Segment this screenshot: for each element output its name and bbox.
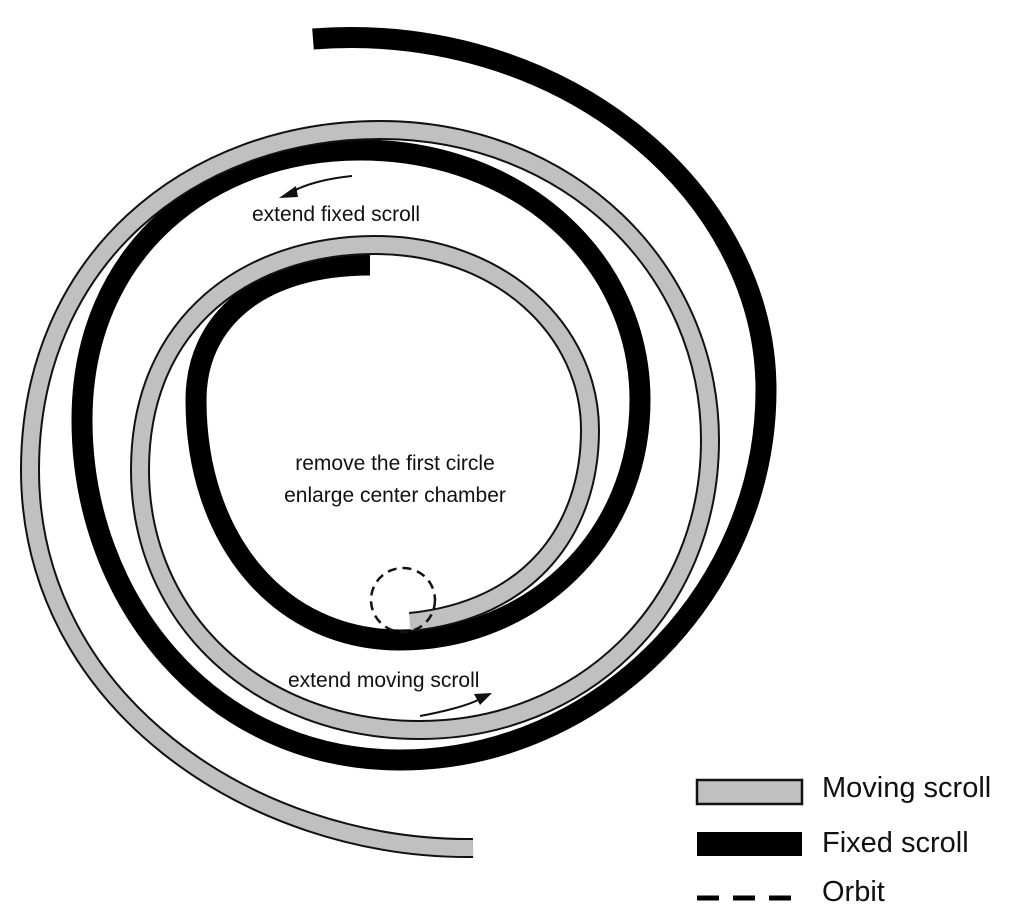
extend-moving-arrowhead [474,693,492,705]
moving-scroll-fill [22,122,718,857]
center-label-line-2: enlarge center chamber [284,484,506,507]
orbit-circle [369,566,437,634]
legend-moving-label: Moving scroll [822,772,991,804]
legend: Moving scroll Fixed scroll Orbit [695,772,991,908]
extend-moving-scroll-label: extend moving scroll [288,669,479,692]
fixed-scroll [71,27,777,771]
legend-fixed-label: Fixed scroll [822,827,969,859]
fixed-scroll-outer-arm [71,27,777,771]
extend-fixed-arrowhead [279,186,298,198]
extend-moving-arrow [419,699,479,717]
extend-fixed-scroll-label: extend fixed scroll [252,203,420,226]
legend-orbit-label: Orbit [822,876,885,908]
center-label-line-1: remove the first circle [295,452,495,475]
moving-scroll [20,120,720,859]
extend-fixed-arrow [291,175,353,193]
legend-fixed-swatch [697,832,802,856]
legend-moving-swatch [695,778,804,806]
